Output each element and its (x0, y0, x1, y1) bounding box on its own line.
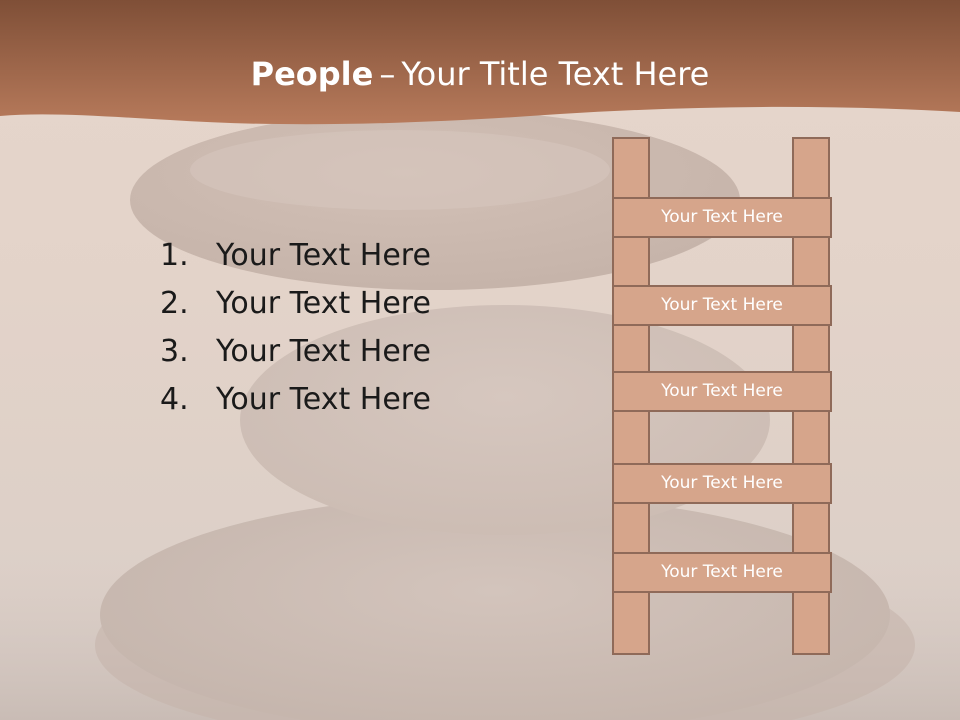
title-separator: – (379, 55, 396, 93)
ladder-rung-2: Your Text Here (612, 285, 832, 326)
list-item: 4. Your Text Here (160, 376, 431, 424)
list-item-text: Your Text Here (216, 334, 431, 369)
list-item-text: Your Text Here (216, 286, 431, 321)
title-strong: People (250, 55, 374, 93)
ladder-rung-3: Your Text Here (612, 371, 832, 412)
list-item: 3. Your Text Here (160, 328, 431, 376)
ladder-rung-5: Your Text Here (612, 552, 832, 593)
list-item-number: 3. (160, 334, 189, 369)
list-item-number: 1. (160, 238, 189, 273)
list-item-text: Your Text Here (216, 238, 431, 273)
title-rest: Your Title Text Here (401, 55, 710, 93)
slide-title: People–Your Title Text Here (0, 50, 960, 98)
ladder-rung-4: Your Text Here (612, 463, 832, 504)
header-band (0, 0, 960, 125)
ladder-rung-1: Your Text Here (612, 197, 832, 238)
numbered-list: 1. Your Text Here 2. Your Text Here 3. Your… (160, 232, 431, 424)
list-item: 2. Your Text Here (160, 280, 431, 328)
list-item-number: 4. (160, 382, 189, 417)
list-item-number: 2. (160, 286, 189, 321)
list-item: 1. Your Text Here (160, 232, 431, 280)
list-item-text: Your Text Here (216, 382, 431, 417)
